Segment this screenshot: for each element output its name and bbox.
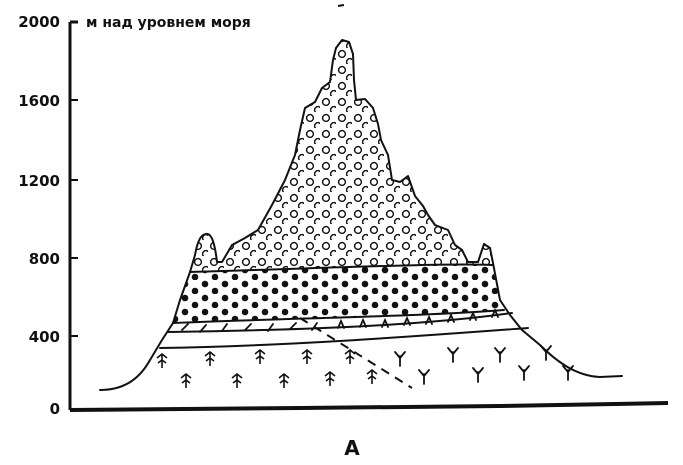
tick-label-0: 0 [50, 400, 60, 418]
dashed-slope-line [299, 317, 413, 389]
tick-label-1200: 1200 [18, 172, 60, 190]
lower-zone-herb-symbols [181, 307, 499, 333]
baseline-ground [69, 401, 669, 412]
tick-label-1600: 1600 [18, 92, 60, 110]
boundary-middle-lower [172, 309, 505, 324]
lower-zone-conifer-symbols [156, 348, 378, 388]
upper-zone-fill [190, 40, 493, 272]
tick-label-2000: 2000 [18, 13, 60, 31]
mountain-outline [99, 39, 623, 391]
tick-label-400: 400 [29, 328, 60, 346]
panel-label: А [344, 436, 360, 460]
top-speck [337, 4, 345, 7]
tick-label-800: 800 [29, 250, 60, 268]
y-axis-unit-label: м над уровнем моря [86, 15, 251, 31]
lower-zone-deciduous-symbols [394, 345, 574, 385]
y-axis: 2000 1600 1200 800 400 0 м над уровнем м… [18, 13, 251, 418]
boundary-upper-middle [189, 263, 493, 273]
boundary-lower-base [159, 327, 529, 349]
